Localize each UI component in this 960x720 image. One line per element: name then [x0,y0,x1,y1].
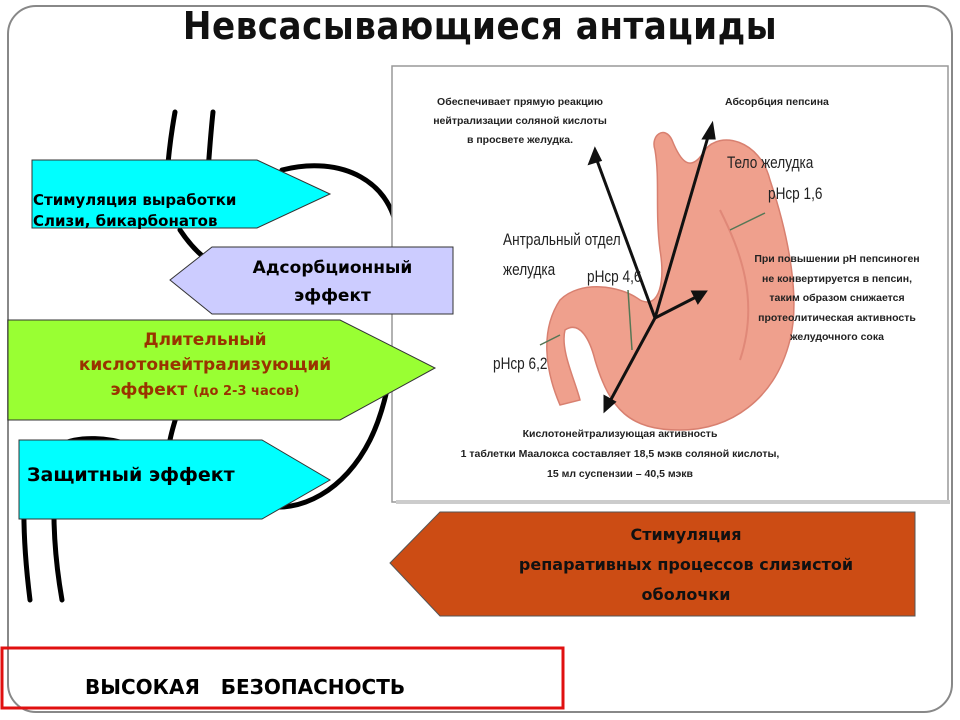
direct-reaction-note: Обеспечивает прямую реакцию нейтрализаци… [405,93,635,150]
note-line: не конвертируется в пепсин, [761,272,912,285]
antrum-label: Антральный отдел желудка [503,225,621,285]
note-line: в просвете желудка. [466,134,574,146]
antrum-line-2: желудка [503,260,556,279]
note-line: желудочного сока [790,331,884,343]
stomach-body-ph: pHср 1,6 [768,184,823,203]
pepsin-absorption-note: Абсорбция пепсина [725,96,829,108]
note-line: протеолитическая активность [758,311,916,324]
note-line: 1 таблетки Маалокса составляет 18,5 мэкв… [460,448,780,460]
note-line: таким образом снижается [769,292,905,304]
reparative-effect-label: Стимуляция репаративных процессов слизис… [460,520,912,610]
long-acting-line-1: Длительный [143,330,267,350]
reparative-line-2: репаративных процессов слизистой [518,555,854,574]
pepsinogen-note: При повышении pH пепсиноген не конвертир… [722,250,952,348]
reparative-line-1: Стимуляция [630,525,742,544]
reparative-line-3: оболочки [641,585,731,604]
long-acting-line-3: эффект [110,380,188,400]
long-acting-line-2: кислотонейтрализующий [78,355,332,375]
mucus-line-2: Слизи, бикарбонатов [33,212,218,230]
pylorus-ph: pHср 6,2 [493,354,548,373]
adsorption-effect-label: Адсорбционный эффект [215,254,450,310]
protective-arrow-shape [18,439,331,520]
reparative-arrow-shape [389,511,916,617]
maalox-capacity-note: Кислотонейтрализующая активность 1 табле… [405,424,835,484]
mucus-arrow-shape [31,159,332,229]
note-line: Обеспечивает прямую реакцию [437,96,603,108]
safety-box [0,646,565,710]
adsorption-arrow-shape [169,246,454,315]
antrum-ph: pHср 4,6 [587,267,642,286]
long-acting-arrow-shape [7,319,437,421]
stomach-body-label: Тело желудка [727,153,814,172]
stomach-illustration [539,131,795,431]
note-line: нейтрализации соляной кислоты [433,115,607,127]
antrum-line-1: Антральный отдел [503,230,621,249]
figure-arrows [587,120,716,414]
slide-title: Невсасывающиеся антациды [182,4,778,48]
mucus-line-1: Стимуляция выработки [33,191,237,209]
duration-note: (до 2-3 часов) [193,384,300,399]
long-acting-effect-label: Длительный кислотонейтрализующий эффект … [20,328,390,404]
note-line: 15 мл суспензии – 40,5 мэкв [546,468,694,480]
adsorption-line-1: Адсорбционный [252,258,413,278]
adsorption-line-2: эффект [294,286,371,306]
note-line: При повышении pH пепсиноген [754,253,920,265]
note-line: Кислотонейтрализующая активность [522,428,718,440]
mucus-effect-label: Стимуляция выработки Слизи, бикарбонатов [33,190,236,232]
safety-label: ВЫСОКАЯ БЕЗОПАСНОСТЬ [85,675,406,699]
protective-effect-label: Защитный эффект [27,464,235,486]
